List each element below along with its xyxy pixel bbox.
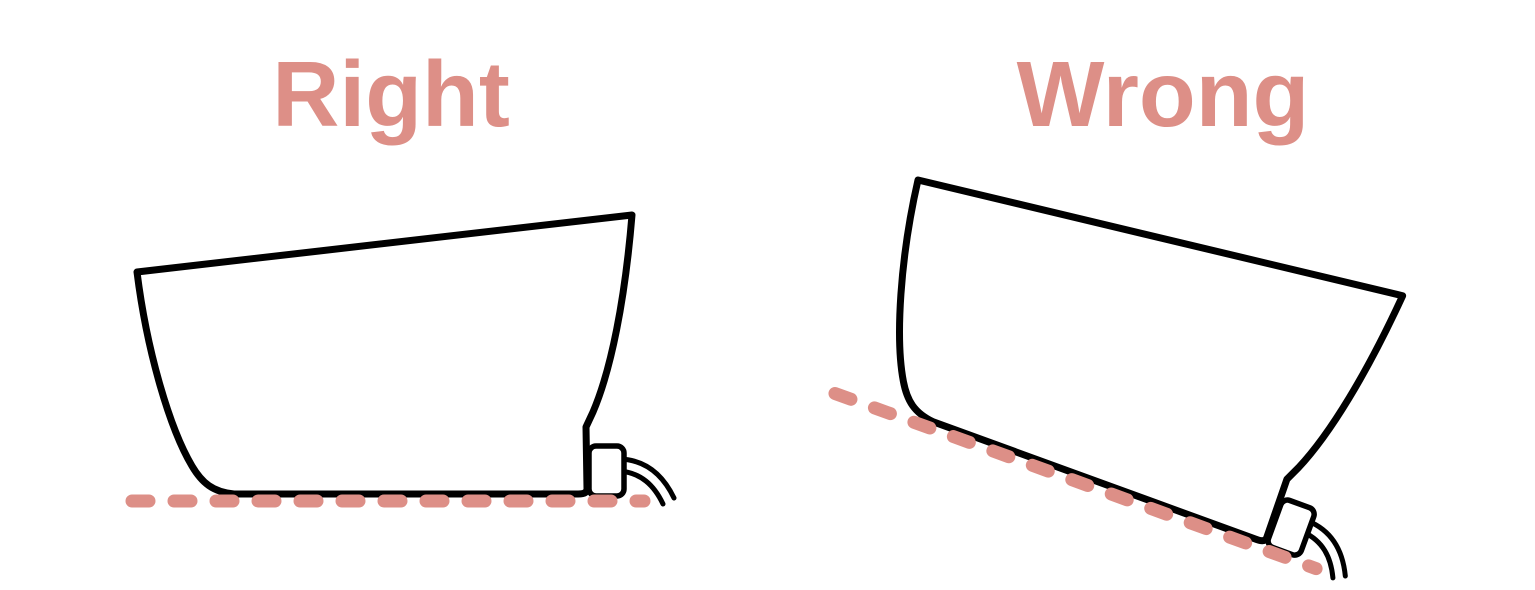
label-wrong: Wrong bbox=[1017, 42, 1310, 146]
boat-tilted-figure bbox=[834, 125, 1442, 582]
boat-level-figure bbox=[132, 215, 674, 504]
label-right: Right bbox=[272, 42, 510, 146]
